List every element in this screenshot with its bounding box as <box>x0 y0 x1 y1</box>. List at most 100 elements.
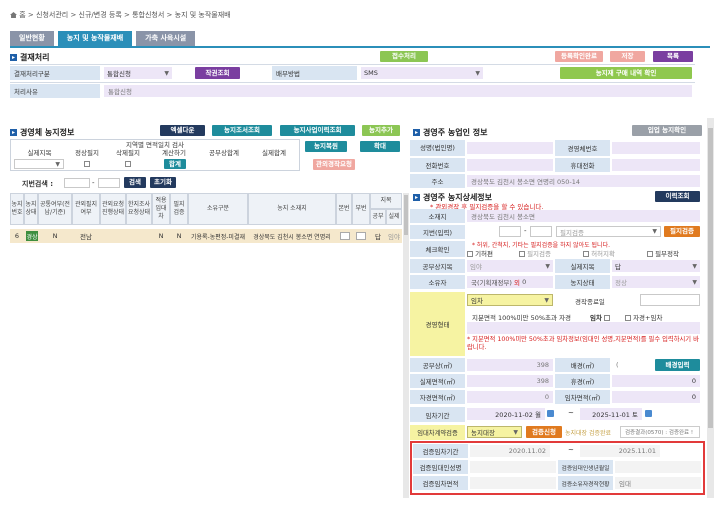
tab-general[interactable]: 일반현황 <box>10 31 54 46</box>
checkbox[interactable] <box>583 251 589 257</box>
check-option[interactable]: 기허편 <box>467 248 515 258</box>
col-jimok-public[interactable]: 공부 <box>370 209 386 225</box>
verify-request-button[interactable]: 검증신청 <box>526 426 562 438</box>
lease-end-field[interactable]: 2025-11-01 토 <box>580 408 642 420</box>
check-option[interactable]: 필부정작 <box>647 248 679 258</box>
col-outside[interactable]: 관외필지여부 <box>72 193 100 225</box>
user-lookup-button[interactable]: 작권조회 <box>195 67 240 79</box>
chevron-down-icon: ▼ <box>545 262 550 270</box>
real-jimok-select[interactable]: ▼ <box>14 159 64 169</box>
breadcrumb-item[interactable]: 신청서관리 <box>36 11 69 19</box>
bg-area-button[interactable]: 배경입력 <box>655 359 700 371</box>
save-button[interactable]: 저장 <box>610 51 645 62</box>
breadcrumb-item[interactable]: 통합신청서 <box>132 11 165 19</box>
self-lease-option[interactable]: 자경+임차 <box>625 312 662 322</box>
row-sub-no-field[interactable] <box>356 232 366 240</box>
history-button[interactable]: 이력조회 <box>655 191 700 202</box>
region-request-button[interactable]: 관외경작요청 <box>313 159 355 170</box>
col-jimok[interactable]: 지목 <box>370 193 402 209</box>
jibun-hint-field[interactable]: 필지검증▼ <box>556 226 661 237</box>
tab-farmland[interactable]: 농지 및 농작물재배 <box>57 31 133 46</box>
breadcrumb-item[interactable]: 신규/변경 등록 <box>78 11 122 19</box>
address-field[interactable]: 경상북도 김천시 봉소면 연명리 050-14 <box>467 175 700 187</box>
checkbox[interactable] <box>467 251 473 257</box>
receive-button[interactable]: 접수처리 <box>380 51 428 62</box>
col-sub-no[interactable]: 부번 <box>352 193 370 225</box>
col-land-state[interactable]: 농지상태 <box>24 193 38 225</box>
phone-field[interactable] <box>467 159 553 171</box>
list-button[interactable]: 목록 <box>653 51 693 62</box>
confirm-button[interactable]: 등록확인완료 <box>555 51 603 62</box>
deleted-parcel-checkbox[interactable] <box>125 161 131 167</box>
rest-area-field[interactable]: 0 <box>612 375 700 387</box>
contract-source-select[interactable]: 농지대장▼ <box>467 426 522 438</box>
checkbox[interactable] <box>604 315 611 321</box>
checkbox[interactable] <box>625 315 631 321</box>
col-common[interactable]: 공통여부(전남/기준) <box>38 193 72 225</box>
real-area-field[interactable]: 398 <box>467 375 553 387</box>
process-reason-field[interactable]: 통합신청 <box>104 85 692 97</box>
land-history-button[interactable]: 농지사업이력조회 <box>280 125 355 136</box>
reset-button[interactable]: 초기화 <box>150 177 176 188</box>
excel-download-button[interactable]: 엑셀다운 <box>160 125 205 136</box>
tab-livestock[interactable]: 가축 사육시설 <box>136 31 196 46</box>
check-option[interactable]: 필지검증 <box>519 248 579 258</box>
col-jimok-real[interactable]: 실제 <box>386 209 402 225</box>
normal-parcel-checkbox[interactable] <box>84 161 90 167</box>
jibun-sub-field[interactable] <box>530 226 552 237</box>
dispatch-method-select[interactable]: SMS▼ <box>361 67 483 79</box>
bg-area-field[interactable]: ( <box>612 359 652 371</box>
col-owner-type[interactable]: 소유구분 <box>188 193 248 225</box>
add-land-button[interactable]: 농지추가 <box>362 125 400 136</box>
search-button[interactable]: 검색 <box>124 177 146 188</box>
public-jimok-select[interactable]: 임야▼ <box>467 260 553 272</box>
calendar-icon[interactable] <box>645 410 652 417</box>
lease-area-field[interactable]: 0 <box>612 391 700 403</box>
public-area-field[interactable]: 398 <box>467 359 553 371</box>
jibun-main-input[interactable] <box>64 178 90 188</box>
farm-check-button[interactable]: 입업 농지확인 <box>632 125 702 136</box>
check-options: 기허편 필지검증 허허지확 필부정작 <box>467 248 679 258</box>
location-field[interactable]: 경상북도 김천시 봉소면 <box>467 210 700 222</box>
expand-button[interactable]: 확대 <box>360 141 400 152</box>
parcel-verify-button[interactable]: 필지검증 <box>664 226 700 237</box>
breadcrumb-item[interactable]: 농지 및 농작물재배 <box>174 11 231 19</box>
owner-type-field[interactable]: 국(기획재정부) 외 0 <box>467 276 553 288</box>
checkbox[interactable] <box>647 251 653 257</box>
purchase-history-button[interactable]: 농지재 구매 내역 확인 <box>560 67 692 79</box>
jibun-main-field[interactable] <box>499 226 521 237</box>
owner-id-field[interactable] <box>612 142 700 154</box>
land-survey-button[interactable]: 농지조서조회 <box>212 125 272 136</box>
lease-start-field[interactable]: 2020-11-02 월 <box>467 408 545 420</box>
home-icon[interactable] <box>10 12 17 18</box>
table-row[interactable] <box>10 229 402 243</box>
rest-area-label: 휴경(㎡) <box>555 374 610 388</box>
check-option[interactable]: 허허지확 <box>583 248 643 258</box>
jibun-sub-input[interactable] <box>98 178 120 188</box>
col-main-no[interactable]: 본번 <box>336 193 352 225</box>
col-outside-status[interactable]: 관외요청진행상태 <box>100 193 126 225</box>
own-area-field[interactable]: 0 <box>467 391 553 403</box>
col-lease[interactable]: 적용임대차 <box>152 193 170 225</box>
col-address[interactable]: 농지 소재지 <box>248 193 336 225</box>
checkbox[interactable] <box>519 251 525 257</box>
detail-scrollbar[interactable] <box>707 118 714 498</box>
end-date-field[interactable] <box>640 294 700 306</box>
col-survey-status[interactable]: 한지조사요청상태 <box>126 193 152 225</box>
col-land-no[interactable]: 농지번호 <box>10 193 24 225</box>
share-input-field[interactable] <box>467 322 700 334</box>
calendar-icon[interactable] <box>547 410 554 417</box>
owner-name-field[interactable] <box>467 142 553 154</box>
lease-option[interactable]: 임차 <box>590 312 611 322</box>
land-status-select[interactable]: 정상▼ <box>612 276 700 288</box>
breadcrumb-item[interactable]: 홈 <box>19 11 26 19</box>
col-verify[interactable]: 필지검증 <box>170 193 188 225</box>
approval-type-select[interactable]: 통합신청▼ <box>104 67 172 79</box>
manage-type-select[interactable]: 임차▼ <box>467 294 553 306</box>
real-jimok-value-select[interactable]: 답▼ <box>612 260 700 272</box>
restore-land-button[interactable]: 농지복원 <box>305 141 347 152</box>
row-main-no-field[interactable] <box>340 232 350 240</box>
calc-sum-button[interactable]: 합계 <box>164 159 186 169</box>
mobile-field[interactable] <box>612 159 700 171</box>
grid-scrollbar[interactable] <box>403 193 409 498</box>
